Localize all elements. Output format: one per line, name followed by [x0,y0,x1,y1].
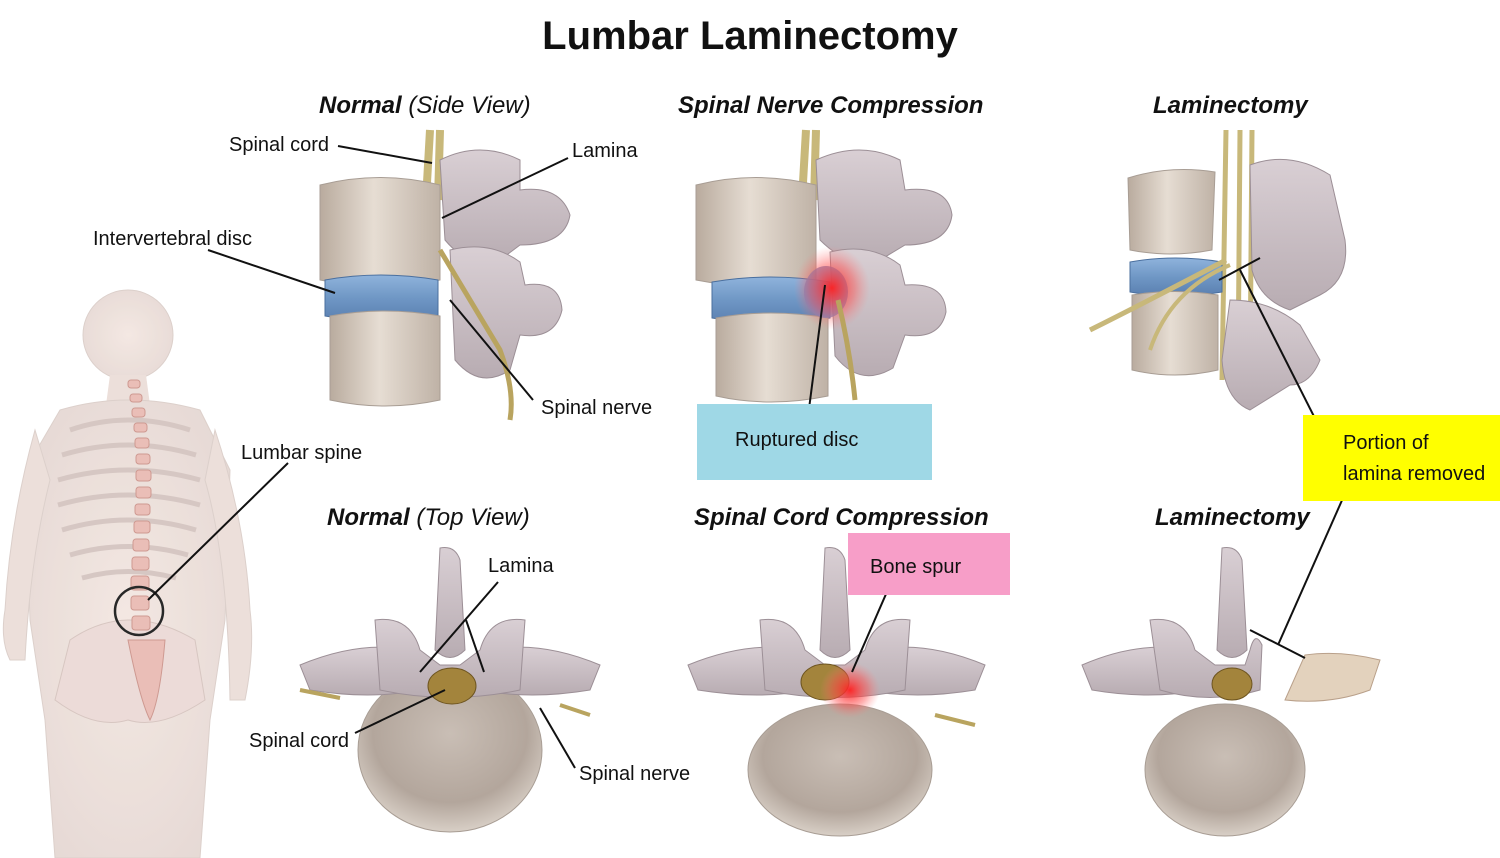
label-portion-line1: Portion of [1343,432,1429,454]
label-spinal-cord-top: Spinal cord [249,730,350,752]
spine-column [127,379,166,722]
label-intervertebral-disc: Intervertebral disc [93,228,252,250]
label-lamina-side: Lamina [572,140,638,162]
label-lumbar-spine: Lumbar spine [241,442,363,464]
label-spinal-cord-side: Spinal cord [229,134,330,156]
label-spinal-nerve-top: Spinal nerve [579,763,691,785]
bone-spur-callout: Bone spur [848,533,1010,595]
panel-title-nerve-compression: Spinal Nerve Compression [678,92,984,119]
panel-title-normal-top: Normal (Top View) [327,504,530,532]
label-portion-line2: lamina removed [1343,463,1486,485]
ribcage [57,417,201,581]
page-title: Lumbar Laminectomy [542,14,958,58]
panel-title-normal-top-sub: (Top View) [416,504,530,531]
normal-top-illustration [299,547,601,833]
panel-title-normal-side-main: Normal [319,92,402,119]
bone-spur-highlight [820,662,880,718]
laminectomy-top-illustration [1081,547,1381,837]
lamina-removed-callout: Portion of lamina removed [1303,415,1500,501]
label-bone-spur: Bone spur [870,556,962,578]
panel-title-normal-top-main: Normal [327,504,410,531]
panel-title-laminectomy-top: Laminectomy [1155,504,1310,531]
ruptured-disc-highlight [794,246,870,330]
panel-title-cord-compression: Spinal Cord Compression [694,504,989,531]
normal-side-view-illustration [319,129,571,421]
label-ruptured-disc: Ruptured disc [735,429,859,451]
laminectomy-side-illustration [1088,129,1347,411]
nerve-compression-illustration [695,129,953,403]
panel-title-normal-side: Normal (Side View) [319,92,531,120]
ruptured-disc-callout: Ruptured disc [697,404,932,480]
human-figure [2,289,253,858]
panel-title-normal-side-sub: (Side View) [408,92,531,119]
cord-compression-illustration [687,547,986,837]
panel-title-laminectomy-side: Laminectomy [1153,92,1308,119]
label-spinal-nerve-side: Spinal nerve [541,397,653,419]
label-lamina-top: Lamina [488,555,554,577]
lumbar-highlight-circle [113,585,165,637]
